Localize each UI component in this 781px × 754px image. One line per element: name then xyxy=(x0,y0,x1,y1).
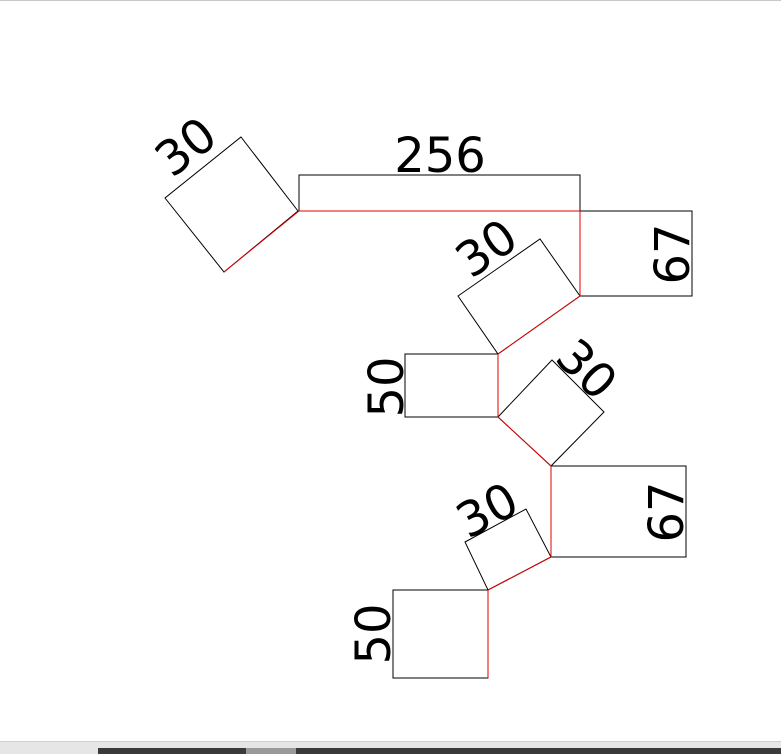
label-middle-left-rect: 50 xyxy=(359,356,415,417)
label-upper-right-rect: 67 xyxy=(645,223,701,284)
top-border xyxy=(0,0,781,1)
label-middle-tilted: 30 xyxy=(446,208,528,289)
red-path xyxy=(223,210,581,678)
label-lower-right-rect: 67 xyxy=(639,481,695,542)
label-middle-right-tilted: 30 xyxy=(545,328,628,411)
bottom-left-rect xyxy=(392,589,489,679)
horizontal-scrollbar[interactable] xyxy=(0,741,781,754)
middle-left-rect xyxy=(404,353,499,418)
label-top-width: 256 xyxy=(394,128,486,184)
label-top-left-square: 30 xyxy=(145,107,228,189)
label-lower-tilted: 30 xyxy=(447,472,527,550)
scrollbar-track[interactable] xyxy=(98,748,781,754)
top-width-bracket xyxy=(298,174,581,211)
label-bottom-left-rect: 50 xyxy=(346,603,402,664)
scrollbar-thumb[interactable] xyxy=(246,748,296,754)
